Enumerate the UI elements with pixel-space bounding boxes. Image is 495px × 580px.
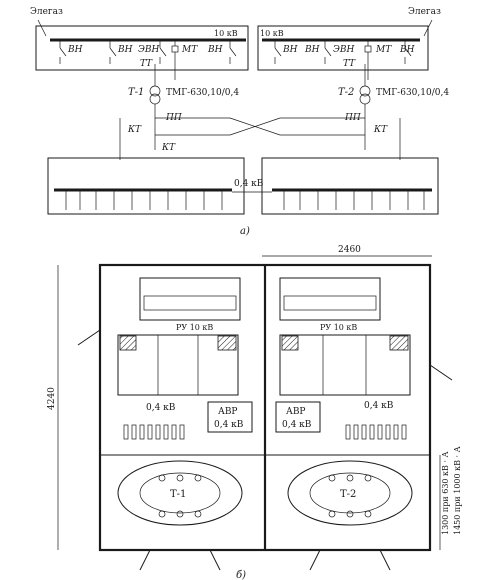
cell-label-r4: МТ	[375, 45, 392, 55]
cell-label-l2: ВН	[117, 45, 133, 55]
width-dim-label: 2460	[338, 245, 361, 255]
side-dim-label-2: 1450 при 1000 кВ · А	[453, 446, 462, 535]
avr-panel-left	[207, 401, 253, 433]
tt-left-label: ТТ	[140, 59, 153, 69]
t1-label: Т-1	[128, 87, 144, 98]
caption-a: а)	[240, 226, 250, 237]
height-dim-label: 4240	[47, 387, 57, 410]
transformer-t1-symbol	[149, 64, 161, 150]
ru-left-label: РУ 10 кВ	[176, 323, 213, 332]
side-dim-label-1: 1300 при 630 кВ · А	[441, 451, 450, 535]
lv-feeders-right	[283, 190, 425, 210]
hv-switchgear-right	[257, 25, 429, 71]
t1-type-label: ТМГ-630,10/0,4	[166, 88, 239, 98]
hv-switchgear-left	[35, 25, 249, 71]
avr-left-sub: 0,4 кВ	[214, 420, 244, 430]
hv-bus-left-label: 10 кВ	[214, 29, 238, 38]
avr-panel-right	[275, 401, 321, 433]
lv-switchboard-right	[261, 157, 439, 215]
cell-label-r2: ЭВН	[333, 45, 355, 55]
cross-connection	[119, 117, 401, 160]
avr-right-sub: 0,4 кВ	[282, 420, 312, 430]
plan-t2-label: Т-2	[340, 489, 356, 500]
cell-label-r3: ВН	[304, 45, 320, 55]
t2-type-label: ТМГ-630,10/0,4	[376, 88, 449, 98]
transformer-t2	[287, 460, 413, 526]
avr-right-title: АВР	[286, 407, 306, 417]
lv-left-label: 0,4 кВ	[146, 403, 176, 413]
doors	[77, 329, 453, 571]
caption-b: б)	[236, 570, 246, 580]
kt-left-1-label: КТ	[127, 125, 142, 135]
hv-bus-right-label: 10 кВ	[260, 29, 284, 38]
lv-feeders-left	[65, 190, 223, 210]
transformer-t2-symbol	[359, 64, 371, 150]
kt-left-2-label: КТ	[161, 143, 176, 153]
lv-panels-right	[279, 334, 411, 396]
lv-switchboard-left	[47, 157, 245, 215]
hv-cells-left	[37, 19, 237, 80]
cell-label-r5: ВН	[399, 45, 415, 55]
lv-right-label: 0,4 кВ	[364, 401, 394, 411]
avr-left-title: АВР	[218, 407, 238, 417]
cable-terminals-left	[123, 424, 185, 440]
lv-bus-label: 0,4 кВ	[234, 179, 264, 189]
ru-switchgear-right	[279, 277, 381, 321]
ru-right-label: РУ 10 кВ	[320, 323, 357, 332]
ru-switchgear-left	[139, 277, 241, 321]
cell-label-l3b: ЭВН	[138, 45, 160, 55]
tt-right-label: ТТ	[343, 59, 356, 69]
lv-panels-left	[117, 334, 239, 396]
plan-t1-label: Т-1	[170, 489, 186, 500]
elegaz-right-label: Элегаз	[408, 7, 441, 17]
kt-right-label: КТ	[373, 125, 388, 135]
transformer-t1	[117, 460, 243, 526]
cell-label-l1: ВН	[67, 45, 83, 55]
substation-plan: 2460 4240 1300 при 630 кВ · А 1450 при 1…	[47, 245, 462, 580]
single-line-scheme: Элегаз Элегаз 10 кВ 10 кВ ВН ВН ЭВН ЭВН …	[30, 7, 449, 237]
cable-terminals-right	[345, 424, 407, 440]
cell-label-l4: МТ	[181, 45, 198, 55]
t2-label: Т-2	[338, 87, 354, 98]
elegaz-left-label: Элегаз	[30, 7, 63, 17]
hv-cells-right	[274, 19, 433, 80]
cell-label-l5: ВН	[207, 45, 223, 55]
cell-label-r1: ВН	[282, 45, 298, 55]
